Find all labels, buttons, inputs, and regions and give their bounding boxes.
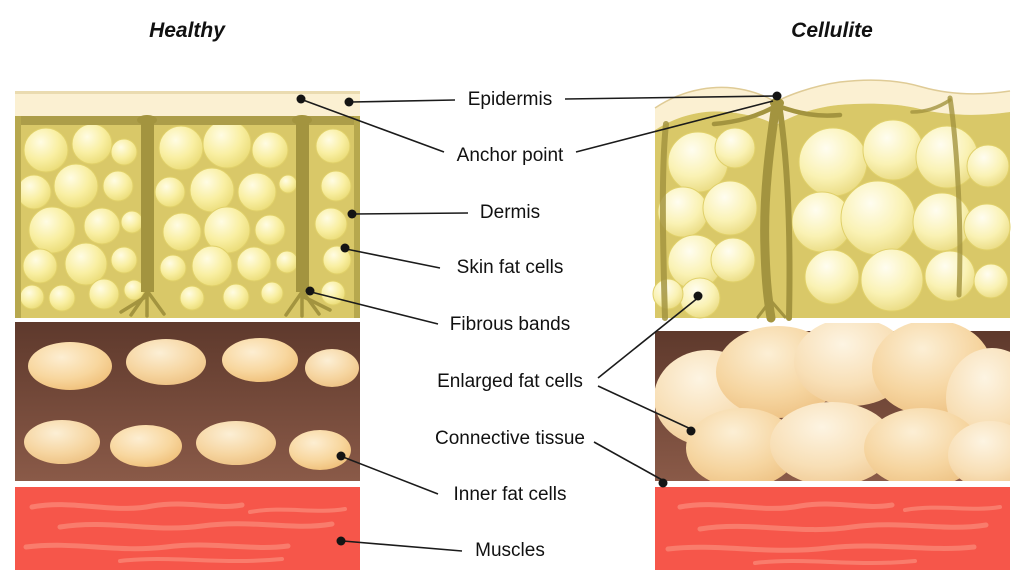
label-fibrous-bands: Fibrous bands: [449, 314, 571, 335]
anchor-point-pointer-right: [575, 100, 774, 153]
cellulite-epidermis-edge: [654, 79, 1011, 109]
pointer-dot-inner-fat-cells: [336, 451, 346, 461]
label-muscles: Muscles: [475, 540, 545, 561]
healthy-muscle-fibers: [23, 501, 347, 563]
epidermis-pointer-right: [564, 95, 777, 100]
pointer-dot-skin-fat-cells: [340, 243, 350, 253]
inner-fat-cells-pointer: [342, 456, 439, 495]
cellulite-epidermis-layer: [655, 80, 1010, 130]
cellulite-fibrous-bands: [659, 95, 963, 323]
pointer-dot-fibrous-bands: [305, 286, 315, 296]
skin-fat-cells-pointer: [345, 248, 441, 269]
pointer-dot-epidermis-left: [344, 97, 354, 107]
label-enlarged-fat-cells: Enlarged fat cells: [437, 371, 583, 392]
label-epidermis: Epidermis: [467, 89, 553, 110]
healthy-inner-fat-cells: [24, 338, 359, 470]
label-inner-fat-cells: Inner fat cells: [453, 484, 567, 505]
dermis-pointer: [352, 212, 469, 215]
pointer-dot-muscles: [336, 536, 346, 546]
label-dermis: Dermis: [479, 202, 541, 223]
cellulite-muscle-fibers: [665, 501, 1002, 565]
pointer-dot-epidermis-right: [772, 91, 782, 101]
label-skin-fat-cells: Skin fat cells: [456, 257, 564, 278]
healthy-fibrous-bands: [15, 115, 360, 318]
fibrous-bands-pointer: [310, 291, 439, 325]
muscles-pointer: [342, 540, 463, 552]
cellulite-skin-fat-cells: [652, 119, 1011, 319]
healthy-skin-fat-cells: [16, 119, 352, 312]
epidermis-pointer-left: [350, 99, 456, 103]
label-connective-tissue: Connective tissue: [435, 428, 585, 449]
pointer-lines: [302, 95, 777, 552]
pointer-dots: [296, 91, 782, 546]
enlarged-fat-cells-pointer-upper: [597, 296, 700, 379]
cellulite-title: Cellulite: [791, 19, 873, 42]
cellulite-panel: [652, 79, 1011, 570]
cellulite-enlarged-fat-cells: [655, 323, 1010, 481]
label-anchor-point: Anchor point: [456, 145, 564, 166]
pointer-dot-enlarged-upper: [693, 291, 703, 301]
healthy-epidermis-layer: [15, 91, 360, 116]
pointer-dot-anchor-point: [296, 94, 306, 104]
pointer-dot-enlarged-lower: [686, 426, 696, 436]
healthy-title: Healthy: [149, 19, 225, 42]
enlarged-fat-cells-pointer-lower: [597, 385, 694, 431]
healthy-panel: [15, 91, 360, 570]
connective-tissue-pointer: [593, 441, 665, 482]
anchor-point-pointer-left: [302, 99, 445, 153]
pointer-dot-connective-tissue: [658, 478, 668, 488]
healthy-epidermis-edge: [15, 91, 360, 94]
pointer-dot-dermis: [347, 209, 357, 219]
